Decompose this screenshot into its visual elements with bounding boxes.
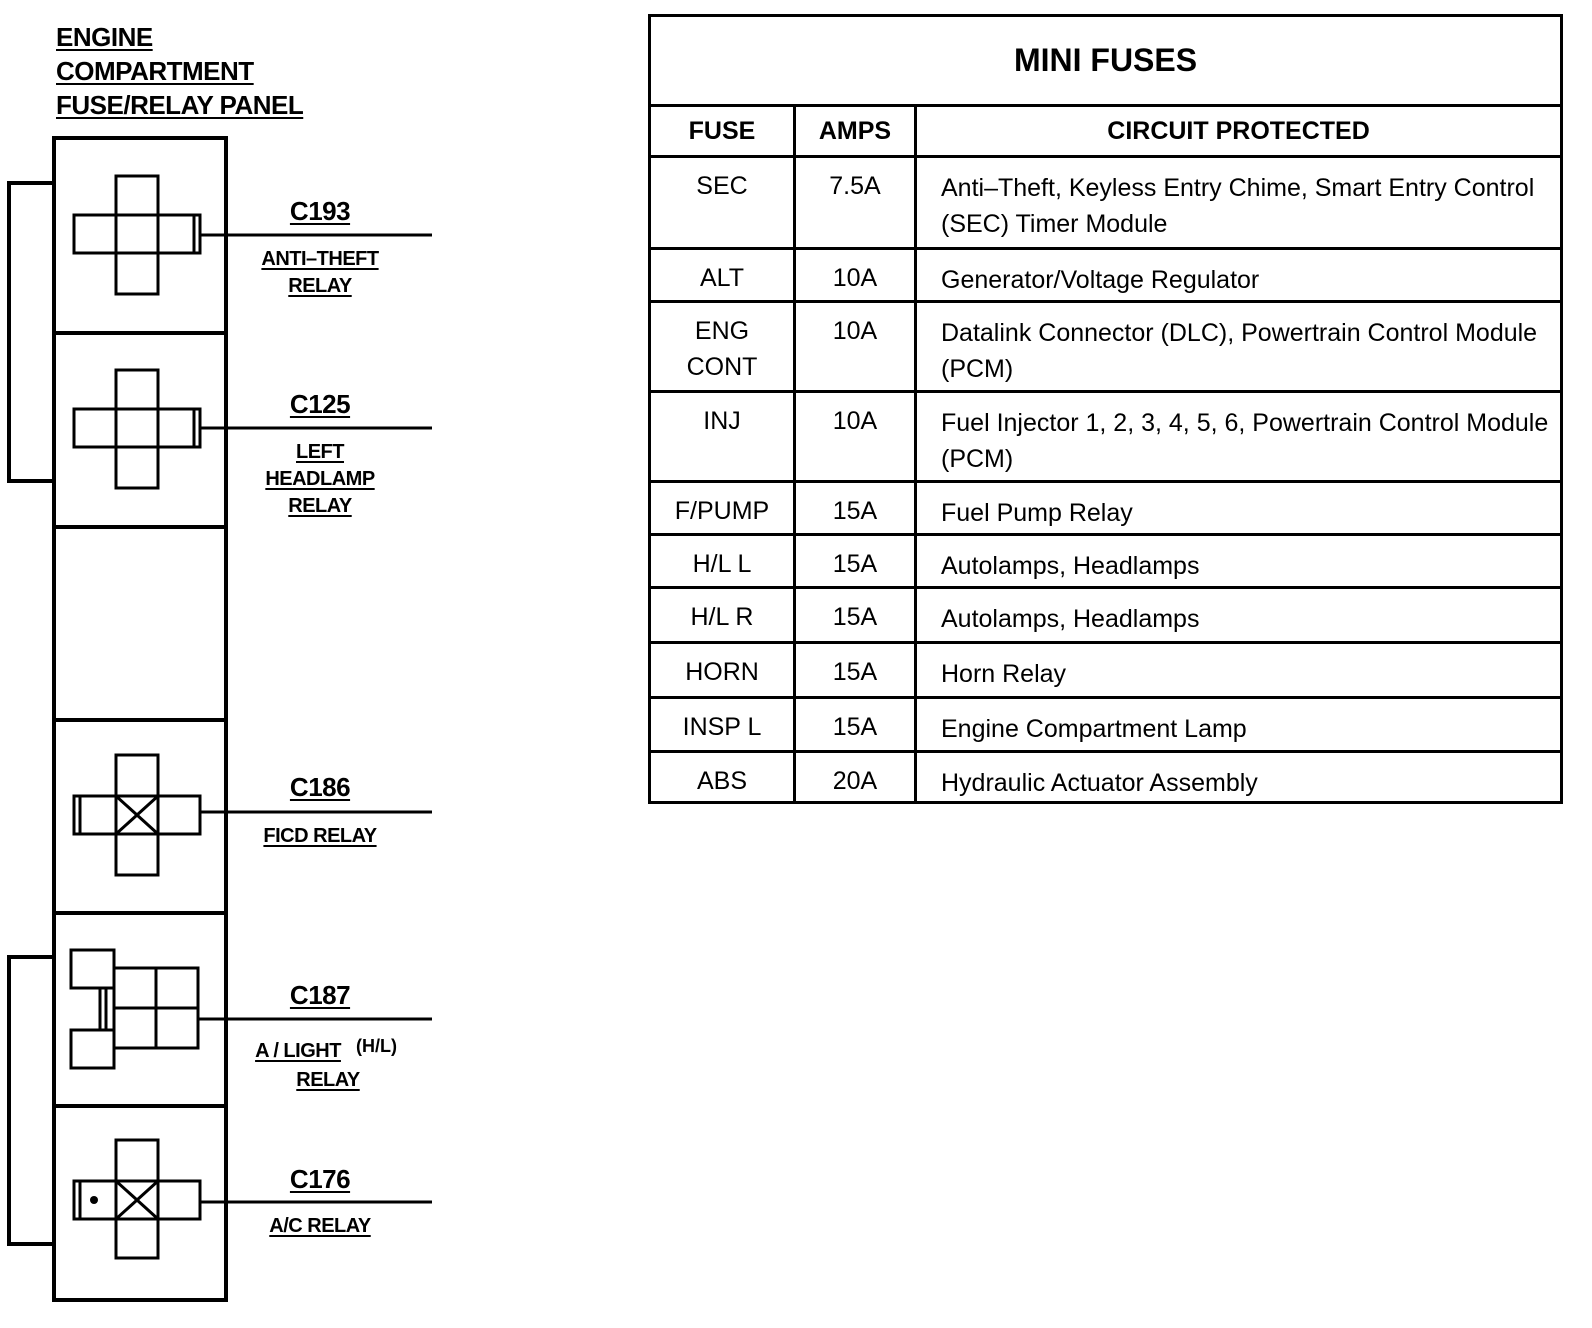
fuse-cell: ABS [648, 750, 796, 804]
table-row: H/L R 15A Autolamps, Headlamps [648, 586, 1564, 644]
table-row: ALT 10A Generator/Voltage Regulator [648, 247, 1564, 303]
connector-description-line: FICD RELAY [263, 825, 377, 847]
relay-panel-drawing [7, 136, 432, 1302]
fuse-cell: H/L R [648, 586, 796, 644]
table-row: F/PUMP 15A Fuel Pump Relay [648, 480, 1564, 536]
fuse-cell: HORN [648, 641, 796, 699]
amps-cell: 15A [793, 533, 917, 589]
table-row: HORN 15A Horn Relay [648, 641, 1564, 699]
connector-description: A / LIGHT [238, 1038, 358, 1065]
grid-relay-icon [69, 948, 200, 1070]
connector-description-line: RELAY [296, 1069, 360, 1091]
panel-title-line: ENGINE [56, 22, 153, 52]
connector-description-line: RELAY [288, 495, 352, 517]
connector-id: C125 [289, 389, 351, 419]
amps-cell: 15A [793, 586, 917, 644]
fuse-cell: ALT [648, 247, 796, 303]
panel-title-line: COMPARTMENT [56, 56, 254, 86]
connector-id: C187 [289, 980, 351, 1010]
table-row: INSP L 15A Engine Compartment Lamp [648, 696, 1564, 753]
table-row: H/L L 15A Autolamps, Headlamps [648, 533, 1564, 589]
connector-description: FICD RELAY [220, 823, 420, 850]
connector-description-line: A/C RELAY [269, 1215, 371, 1237]
connector-id: C193 [289, 196, 351, 226]
circuit-cell: Fuel Pump Relay [913, 480, 1564, 536]
amps-cell: 7.5A [793, 155, 917, 250]
circuit-cell: Engine Compartment Lamp [913, 696, 1564, 753]
panel-title: ENGINE COMPARTMENT FUSE/RELAY PANEL [56, 20, 304, 122]
circuit-cell: Hydraulic Actuator Assembly [913, 750, 1564, 804]
amps-cell: 10A [793, 300, 917, 393]
circuit-cell: Datalink Connector (DLC), Powertrain Con… [913, 300, 1564, 393]
amps-cell: 15A [793, 480, 917, 536]
cross-relay-icon [72, 368, 202, 490]
circuit-cell: Autolamps, Headlamps [913, 533, 1564, 589]
fuse-cell: INSP L [648, 696, 796, 753]
fuse-cell: ENG CONT [648, 300, 796, 393]
column-header-amps: AMPS [793, 104, 917, 158]
connector-description-line: ANTI–THEFT [261, 248, 379, 270]
connector-description-line: HEADLAMP [265, 468, 375, 490]
connector-description-line: LEFT [296, 441, 345, 463]
mini-fuses-table: MINI FUSES FUSE AMPS CIRCUIT PROTECTED S… [647, 14, 1564, 804]
table-row: ABS 20A Hydraulic Actuator Assembly [648, 750, 1564, 804]
amps-cell: 15A [793, 641, 917, 699]
connector-description-line: A / LIGHT [255, 1040, 341, 1062]
fuse-cell: INJ [648, 390, 796, 483]
connector-note: (H/L) [356, 1036, 397, 1056]
connector-description: LEFT HEADLAMP RELAY [230, 439, 410, 520]
connector-description: ANTI–THEFT RELAY [230, 246, 410, 300]
table-title: MINI FUSES [647, 14, 1564, 107]
table-row: SEC 7.5A Anti–Theft, Keyless Entry Chime… [648, 155, 1564, 250]
connector-description-line: RELAY [288, 275, 352, 297]
connector-id: C176 [289, 1164, 351, 1194]
column-header-circuit: CIRCUIT PROTECTED [913, 104, 1564, 158]
circuit-cell: Autolamps, Headlamps [913, 586, 1564, 644]
fuse-cell: SEC [648, 155, 796, 250]
column-header-fuse: FUSE [648, 104, 796, 158]
connector-description: RELAY [268, 1067, 388, 1094]
cross-relay-icon [72, 174, 202, 296]
amps-cell: 20A [793, 750, 917, 804]
table-row: INJ 10A Fuel Injector 1, 2, 3, 4, 5, 6, … [648, 390, 1564, 483]
amps-cell: 15A [793, 696, 917, 753]
circuit-cell: Anti–Theft, Keyless Entry Chime, Smart E… [913, 155, 1564, 250]
table-row: ENG CONT 10A Datalink Connector (DLC), P… [648, 300, 1564, 393]
panel-title-line: FUSE/RELAY PANEL [56, 90, 304, 120]
amps-cell: 10A [793, 247, 917, 303]
bracket-lower [7, 955, 54, 1246]
bracket-upper [7, 181, 54, 483]
circuit-cell: Generator/Voltage Regulator [913, 247, 1564, 303]
fuse-cell: F/PUMP [648, 480, 796, 536]
fuse-cell: H/L L [648, 533, 796, 589]
cross-relay-x-dot-icon [72, 1138, 202, 1260]
amps-cell: 10A [793, 390, 917, 483]
cross-relay-x-icon [72, 753, 202, 877]
circuit-cell: Fuel Injector 1, 2, 3, 4, 5, 6, Powertra… [913, 390, 1564, 483]
connector-id: C186 [289, 772, 351, 802]
connector-description: A/C RELAY [220, 1213, 420, 1240]
circuit-cell: Horn Relay [913, 641, 1564, 699]
